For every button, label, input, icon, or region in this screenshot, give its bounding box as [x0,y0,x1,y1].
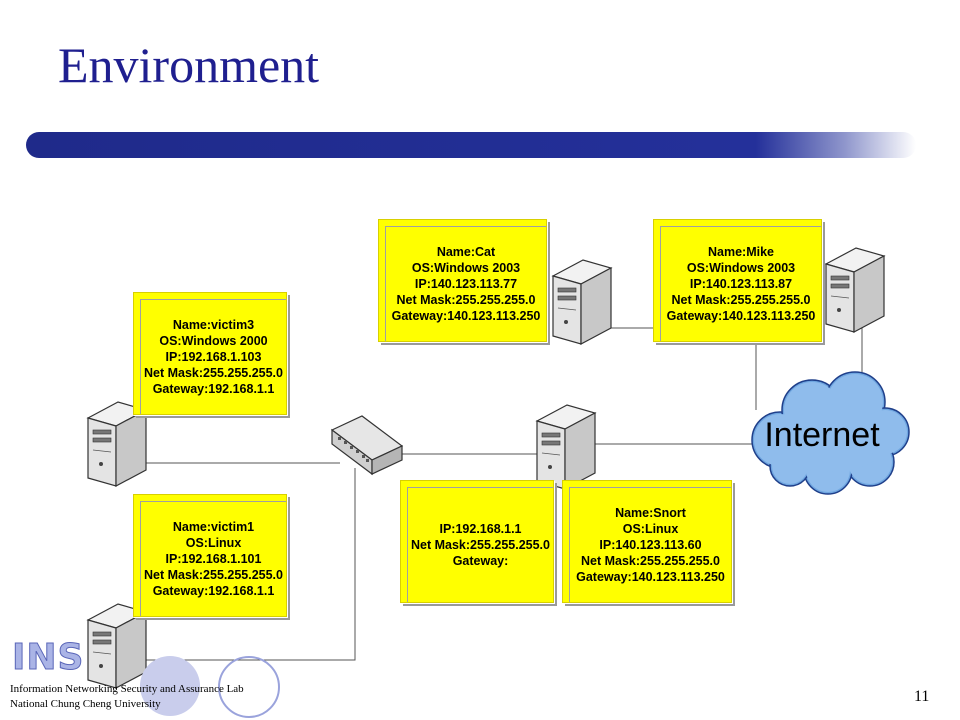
box-line: Gateway:192.168.1.1 [152,382,275,396]
info-box-snort: Name:Snort OS:Linux IP:140.123.113.60 Ne… [562,480,732,603]
box-line: IP:140.123.113.77 [414,277,518,291]
box-line: OS:Windows 2003 [411,261,521,275]
box-line: IP:192.168.1.1 [439,522,522,536]
info-box-victim1: Name:victim1 OS:Linux IP:192.168.1.101 N… [133,494,287,617]
box-line: IP:140.123.113.87 [689,277,793,291]
box-line: Net Mask:255.255.255.0 [411,538,550,552]
box-line: Name:victim1 [172,520,255,534]
box-line: OS:Linux [622,522,679,536]
footer-university-name: National Chung Cheng University [10,698,161,710]
box-line: Gateway:140.123.113.250 [576,570,725,584]
server-snort-icon [536,404,596,490]
box-line: Net Mask:255.255.255.0 [396,293,536,307]
internet-label: Internet [764,416,880,454]
page-number: 11 [914,688,930,705]
info-box-victim3: Name:victim3 OS:Windows 2000 IP:192.168.… [133,292,287,415]
link-victim1-switch [145,468,356,661]
box-line: Name:victim3 [172,318,255,332]
title-underline-bar [26,132,916,158]
box-line: IP:192.168.1.103 [165,350,262,364]
box-line: Name:Snort [615,506,686,520]
footer-circle-outline [218,656,280,718]
box-line: Net Mask:255.255.255.0 [144,366,283,380]
info-box-cat: Name:Cat OS:Windows 2003 IP:140.123.113.… [378,219,547,342]
box-line: Gateway:140.123.113.250 [391,309,541,323]
box-line: IP:192.168.1.101 [165,552,262,566]
box-line: IP:140.123.113.60 [599,538,702,552]
server-mike-icon [825,247,885,333]
box-line: Name:Mike [708,245,774,259]
box-line: Net Mask:255.255.255.0 [144,568,283,582]
server-cat-icon [552,259,612,345]
box-line: OS:Windows 2000 [159,334,268,348]
box-line: Gateway:192.168.1.1 [152,584,275,598]
switch-icon [330,415,404,476]
box-line: Net Mask:255.255.255.0 [581,554,720,568]
box-line: Gateway: [452,554,509,568]
box-line: Gateway:140.123.113.250 [666,309,816,323]
box-line: OS:Windows 2003 [686,261,796,275]
box-line: Net Mask:255.255.255.0 [671,293,811,307]
info-box-mike: Name:Mike OS:Windows 2003 IP:140.123.113… [653,219,822,342]
slide-title: Environment [58,37,320,93]
info-box-snort-internal: IP:192.168.1.1 Net Mask:255.255.255.0 Ga… [400,480,554,603]
footer-circle-filled [140,656,200,716]
box-line: Name:Cat [436,245,496,259]
lab-logo: INS [11,637,85,678]
footer-lab-name: Information Networking Security and Assu… [10,683,244,695]
internet-cloud-icon: Internet [751,371,910,495]
box-line: OS:Linux [185,536,242,550]
